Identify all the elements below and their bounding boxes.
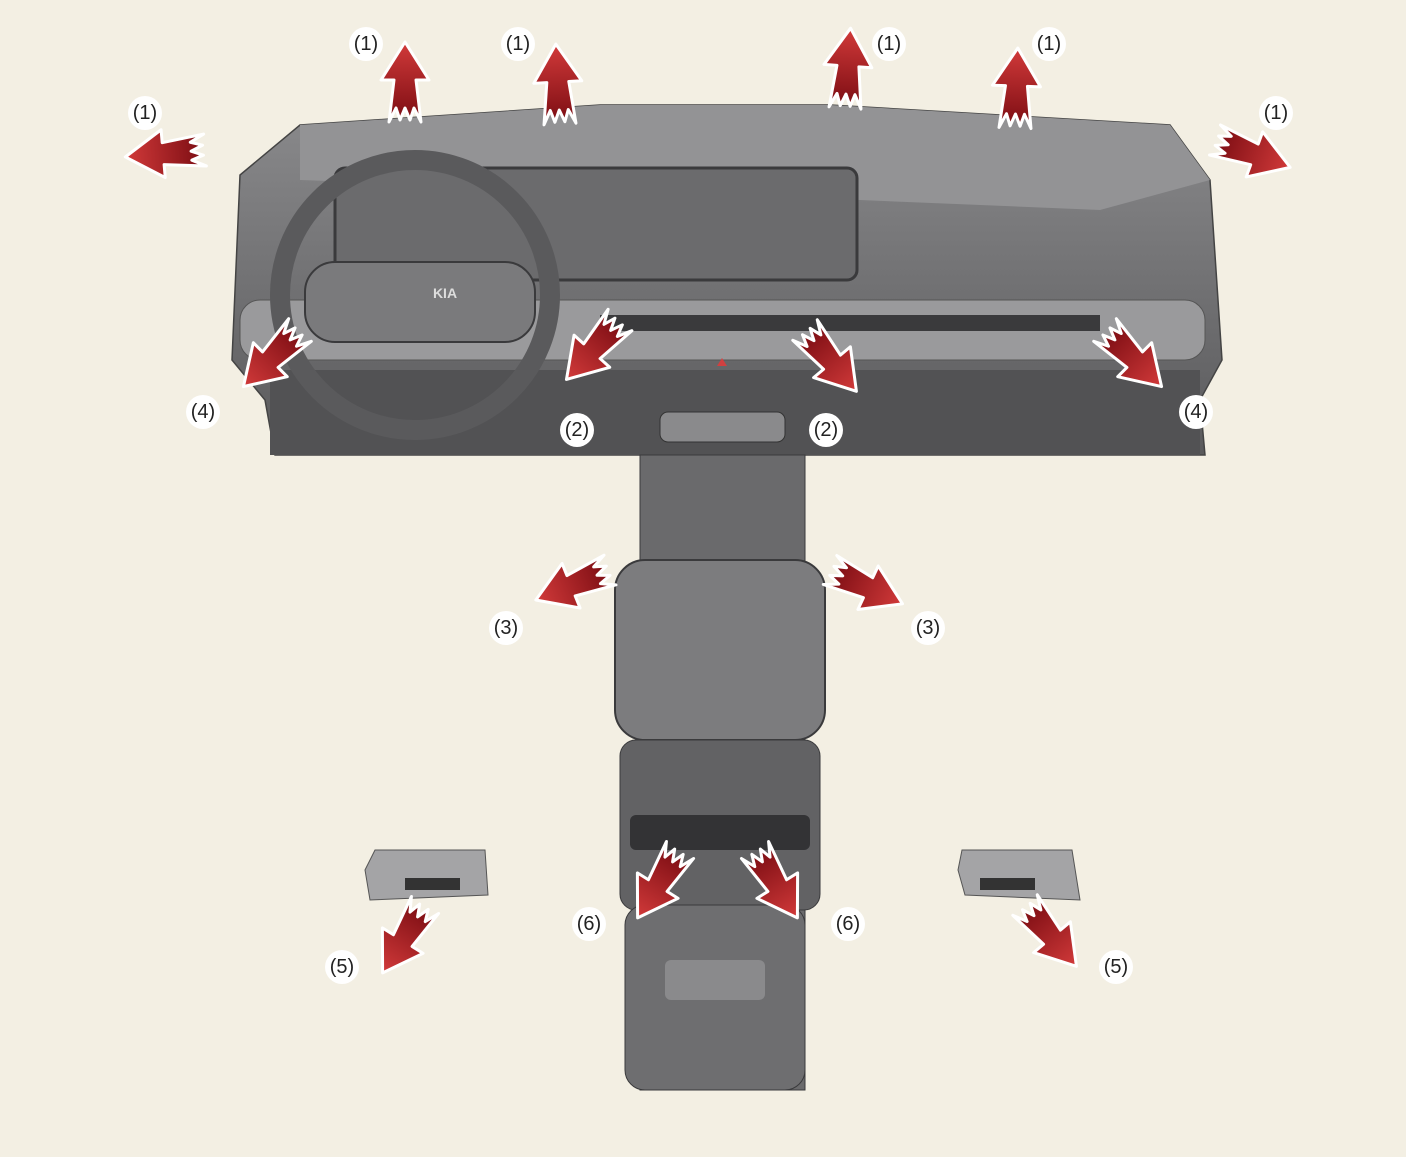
climate-controls (659, 411, 786, 443)
vent-slots (980, 878, 1035, 890)
airflow-arrow-icon (1092, 317, 1164, 389)
vent-label-rear-floor-left: (5) (325, 950, 359, 984)
vent-label-side-defrost-right: (1) (1259, 96, 1293, 130)
airflow-arrow-icon (1011, 893, 1078, 968)
airflow-arrow-icon (821, 553, 905, 612)
vent-label-floor-front-right: (3) (911, 611, 945, 645)
rear-console-vent (630, 815, 810, 850)
vent-label-side-vent-left: (4) (186, 395, 220, 429)
vent-label-rear-console-vent-left: (6) (572, 907, 606, 941)
airflow-arrow-icon (564, 307, 634, 381)
vent-label-side-vent-right: (4) (1179, 395, 1213, 429)
airflow-arrow-icon (241, 317, 313, 389)
vent-label-center-vent-right: (2) (809, 413, 843, 447)
vent-label-defrost-1d: (1) (1032, 27, 1066, 61)
center-vent-grille (600, 315, 1100, 331)
rear-floor-vent-left (364, 849, 489, 901)
vent-label-defrost-1b: (1) (501, 27, 535, 61)
vent-label-center-vent-left: (2) (560, 413, 594, 447)
airflow-arrow-icon (380, 895, 441, 975)
airflow-arrow-icon (123, 128, 208, 180)
steering-hub (304, 261, 536, 343)
airflow-arrow-icon (532, 42, 584, 127)
airflow-arrow-icon (635, 840, 696, 920)
hazard-icon (717, 358, 727, 366)
vent-label-side-defrost-left: (1) (128, 96, 162, 130)
airflow-arrow-icon (822, 26, 874, 111)
vent-label-floor-front-left: (3) (489, 611, 523, 645)
display-screen (333, 166, 859, 282)
airflow-arrow-icon (379, 40, 431, 124)
vent-label-defrost-1c: (1) (872, 27, 906, 61)
vent-label-rear-console-vent-right: (6) (831, 907, 865, 941)
vent-slots (405, 878, 460, 890)
vent-label-defrost-1a: (1) (349, 27, 383, 61)
armrest (614, 559, 826, 741)
vent-label-rear-floor-right: (5) (1099, 950, 1133, 984)
airflow-arrow-icon (1208, 123, 1292, 179)
console-pocket (665, 960, 765, 1000)
airflow-arrow-icon (791, 318, 858, 393)
kia-logo: KIA (433, 285, 457, 301)
rear-floor-vent-right (957, 849, 1081, 901)
airflow-arrow-icon (739, 840, 800, 920)
airflow-arrow-icon (534, 553, 618, 610)
airflow-arrow-icon (990, 46, 1042, 131)
steering-wheel (270, 150, 560, 440)
